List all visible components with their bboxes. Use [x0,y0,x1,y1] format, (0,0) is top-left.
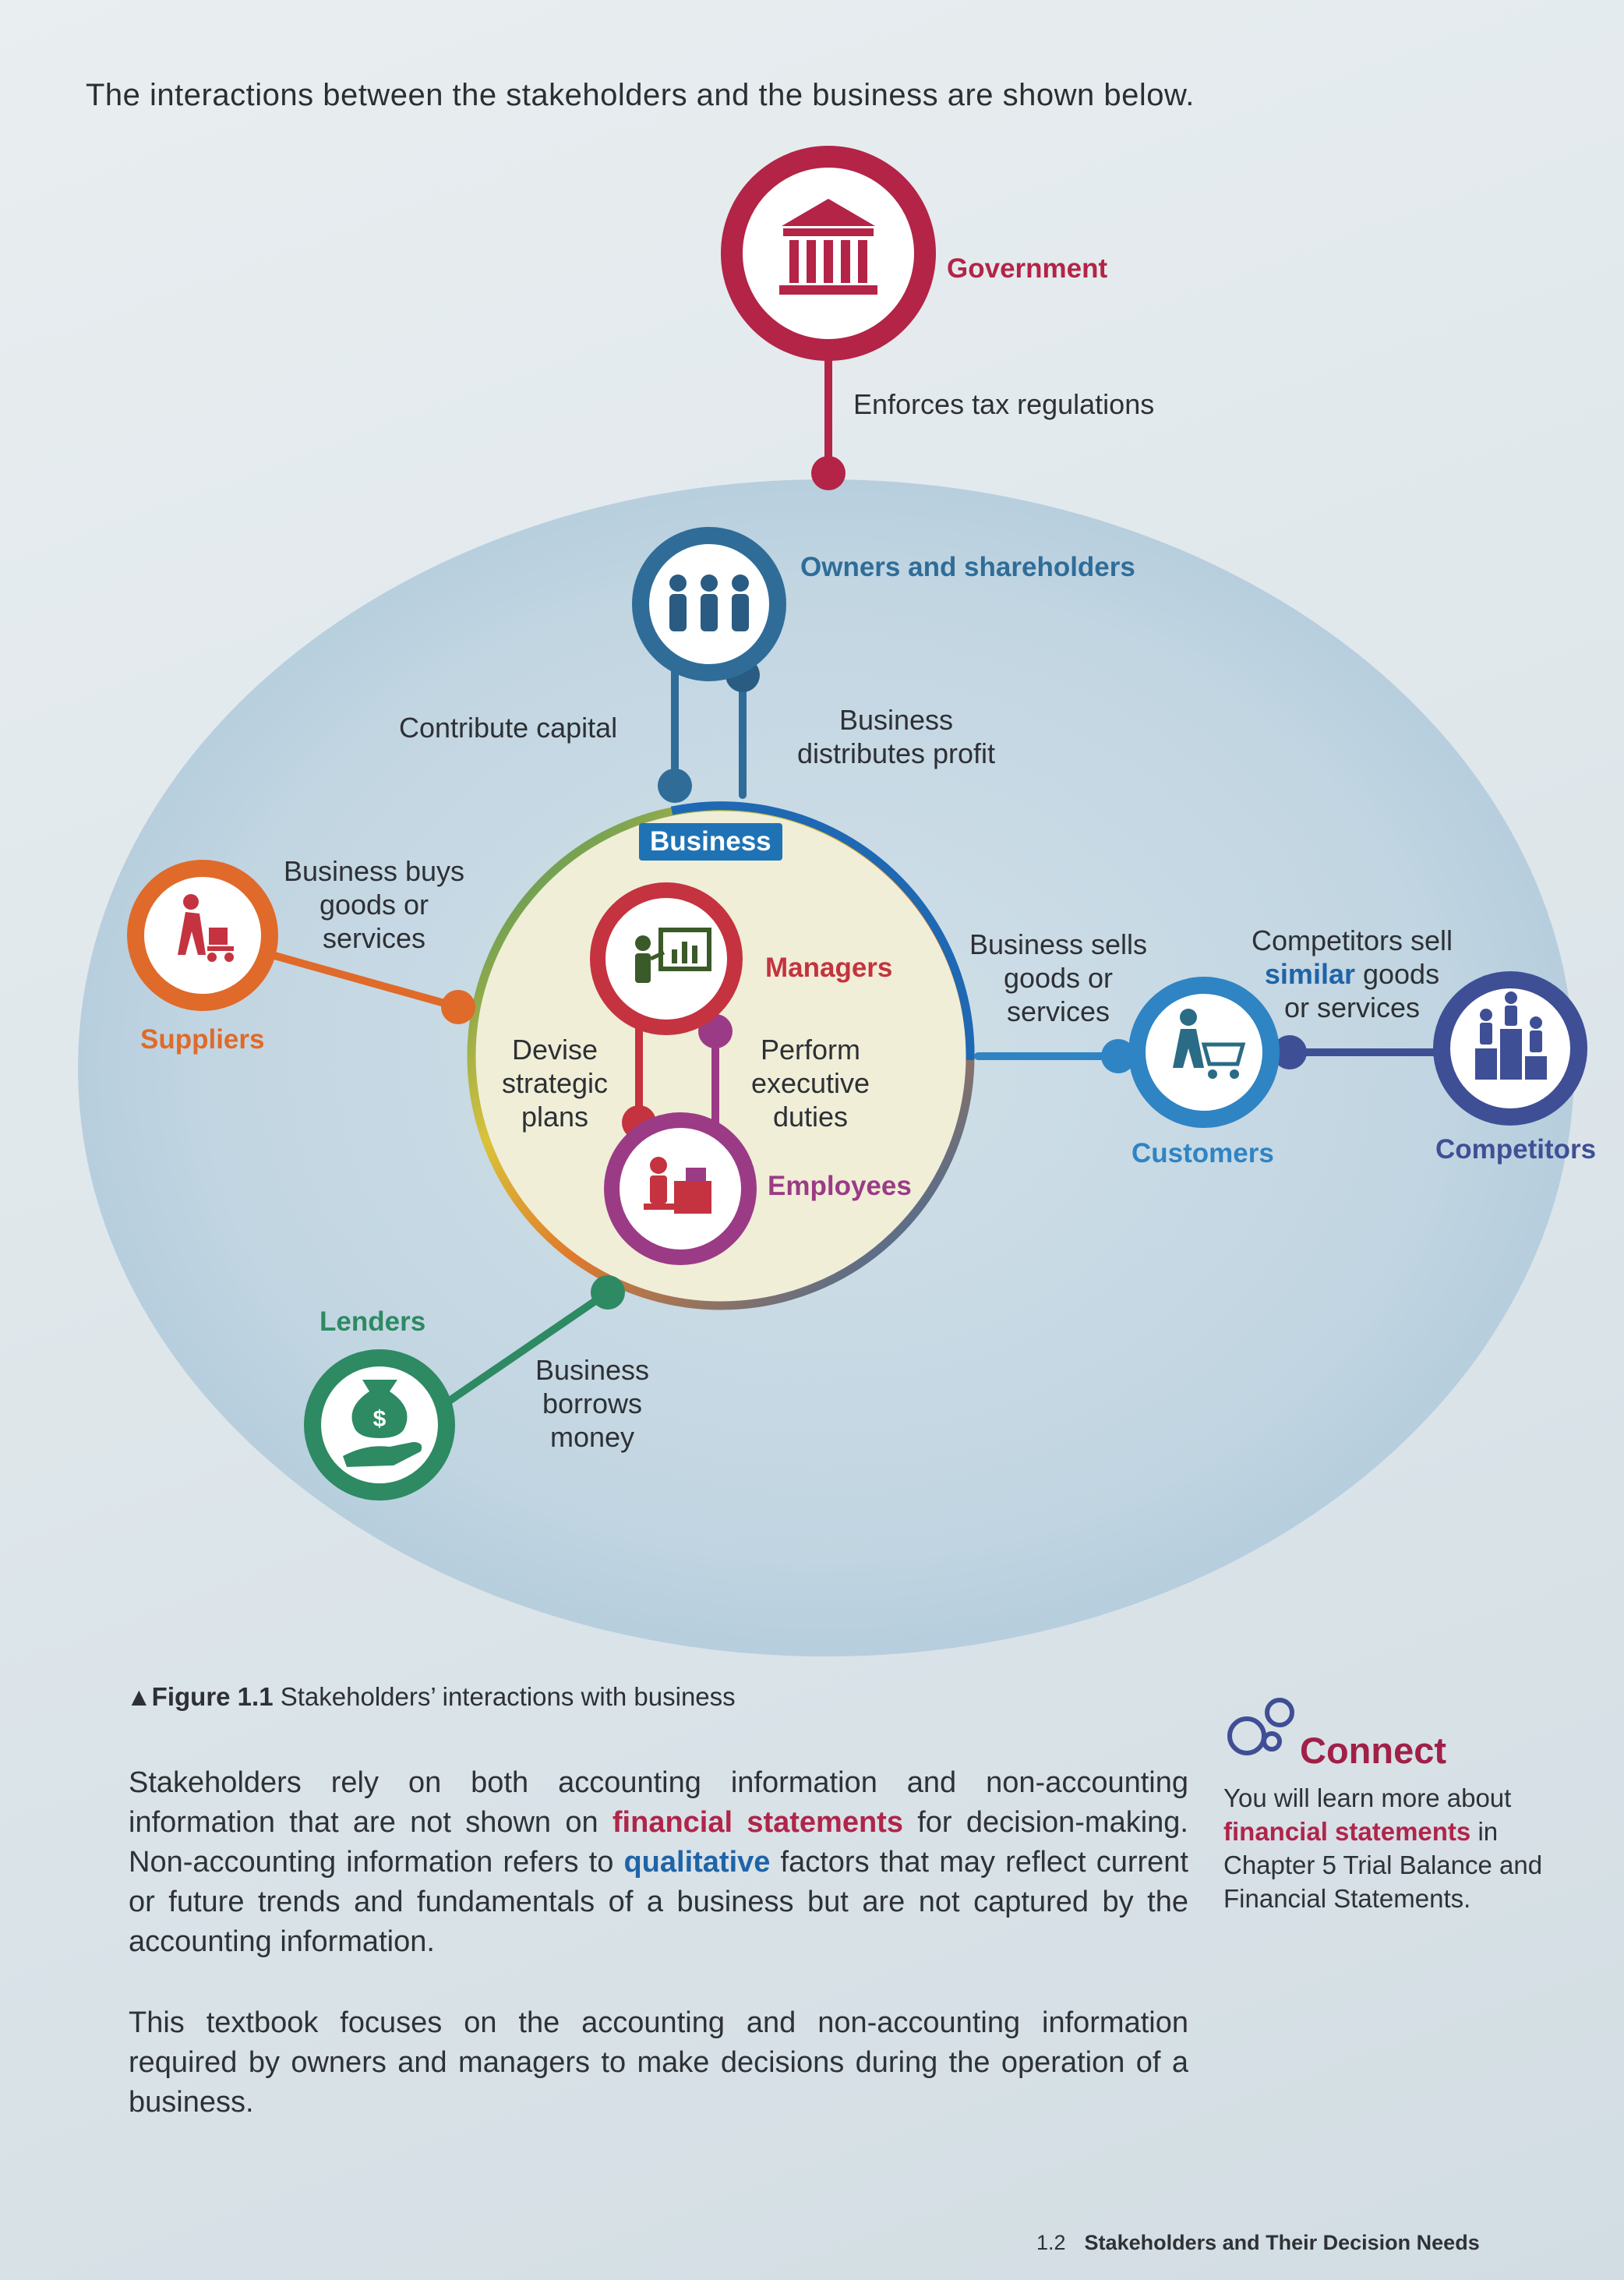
competitors-label: Competitors [1435,1134,1597,1165]
lenders-label: Lenders [320,1306,426,1337]
competitors-node [1433,971,1587,1126]
customers-label: Customers [1132,1138,1274,1168]
intro-sentence: The interactions between the stakeholder… [86,78,1195,112]
suppliers-node [127,860,278,1011]
desk-worker-icon [644,1157,711,1214]
trolley-worker-icon [178,894,234,962]
competitors-link-label: Competitors sell similar goods or servic… [1251,924,1453,1023]
tax-link-label: Enforces tax regulations [853,388,1155,420]
suppliers-label: Suppliers [140,1024,265,1055]
managers-node [590,882,743,1035]
figure-caption: ▲Figure 1.1 Stakeholders’ interactions w… [126,1682,736,1711]
shopper-cart-icon [1173,1009,1246,1079]
svg-text:$: $ [373,1406,387,1432]
managers-label: Managers [765,953,893,983]
money-bag-hand-icon: $ [343,1380,422,1467]
building-icon [779,199,877,295]
connect-title: Connect [1300,1730,1446,1771]
owners-node [632,527,786,681]
connect-icon [1227,1698,1294,1755]
government-label: Government [947,253,1108,284]
lenders-node: $ [304,1349,455,1501]
owners-label: Owners and shareholders [800,552,1135,582]
government-node [721,146,936,361]
employees-node [604,1112,757,1265]
business-tag: Business [639,823,782,861]
customers-node [1128,977,1280,1128]
connect-body: You will learn more about financial stat… [1223,1783,1543,1913]
body-paragraph-1: Stakeholders rely on both accounting inf… [129,1766,1188,1958]
employees-label: Employees [768,1171,912,1201]
people-icon [669,574,749,631]
presentation-icon [635,928,711,983]
capital-link-label: Contribute capital [399,712,618,744]
podium-icon [1475,992,1547,1080]
body-paragraph-2: This textbook focuses on the accounting … [129,2006,1188,2119]
